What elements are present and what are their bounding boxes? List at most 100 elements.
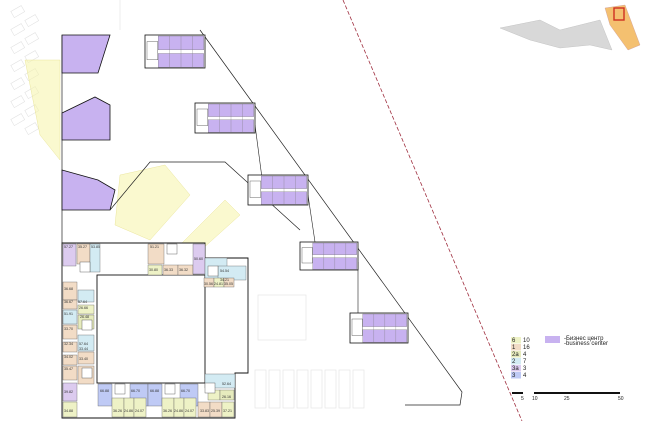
apartment-unit [62,365,78,381]
legend-swatch-business-center [545,336,560,343]
room-area-label: 33.83 [200,409,209,413]
legend-swatch-6 [511,337,521,344]
room-area-label: 34.21 [220,278,229,282]
apartment-unit [62,299,78,310]
room-area-label: 66.70 [181,389,190,393]
room-area-label: 37.21 [223,409,232,413]
legend-swatch-2a [511,351,521,358]
site-outline-east [199,29,463,406]
context-parcel [257,294,307,341]
thumbnail-site [604,4,641,51]
scale-bar-tick: 10 [532,396,538,402]
apartment-unit [62,341,78,353]
residential-block [61,242,249,419]
stair-core [81,319,93,331]
room-area-label: 24.81 [214,282,223,286]
site-boundary-dashed [342,0,523,421]
context-parcel [24,32,40,46]
stair-core [164,383,176,395]
legend-count: 7 [523,359,527,365]
context-parcel [254,369,267,409]
room-area-label: 57.64 [79,342,88,346]
room-area-label: 66.88 [100,389,109,393]
room-area-label: 36.26 [113,409,122,413]
park-zone-west [24,59,61,161]
legend-business-center-ru: -Бизнес центр [564,336,604,342]
scale-bar-segment [512,392,523,394]
context-parcel [10,113,26,127]
context-parcel [24,50,40,64]
apartment-unit [173,397,185,418]
context-parcel [10,77,26,91]
room-area-label: 32.34 [64,342,73,346]
room-area-label: 36.68 [64,287,73,291]
apartment-unit [111,397,125,418]
legend-code: 2 [512,359,516,365]
scale-bar-tick: 50 [618,396,624,402]
context-parcel [310,369,323,409]
legend-count: 16 [523,345,530,351]
apartment-unit [147,243,165,265]
legend-code: 6 [512,338,516,344]
stair-core [166,243,178,255]
legend-swatch-1 [511,344,521,351]
context-parcel [10,5,26,19]
context-parcel [10,59,26,73]
apartment-unit [183,397,197,418]
stair-core [114,383,126,395]
apartment-unit [147,383,163,407]
apartment-unit [161,397,175,418]
apartment-unit [77,289,95,303]
context-parcel [352,369,365,409]
apartment-unit [219,389,235,401]
office-wedge-south [61,169,116,211]
context-parcel [10,23,26,37]
apartment-unit [77,334,95,352]
apartment-unit [62,354,78,366]
context-parcel [324,369,337,409]
context-parcel [10,41,26,55]
stair-core [301,247,313,264]
thumbnail-site-marker [613,7,625,21]
apartment-unit [97,383,113,407]
legend-code: 2a [512,352,519,358]
context-parcel [24,122,40,136]
room-area-label: 24.07 [135,409,144,413]
room-area-label: 54.54 [220,269,229,273]
room-area-label: 66.70 [131,389,140,393]
room-area-label: 36.33 [164,268,173,272]
apartment-unit [223,277,235,288]
room-area-label: 57.27 [64,245,73,249]
legend-count: 4 [523,373,527,379]
room-area-label: 51.21 [150,245,159,249]
apartment-unit [77,304,95,315]
apartment-unit [62,401,78,418]
room-area-label: 24.86 [124,409,133,413]
stair-core [207,265,219,277]
room-area-label: 25.39 [211,409,220,413]
room-area-label: 30.56 [204,282,213,286]
office-wedge-middle [61,96,111,141]
context-parcel [338,369,351,409]
room-area-label: 33.70 [64,327,73,331]
apartment-unit [62,324,78,340]
legend-swatch-3 [511,372,521,379]
courtyard [96,274,206,384]
site-outline-segment [307,194,316,243]
legend-business-center-en: -business center [564,341,608,347]
room-area-label: 36.32 [179,268,188,272]
apartment-unit [147,264,163,276]
stair-core [81,367,93,379]
apartment-unit [221,401,235,418]
room-area-label: 36.67 [64,300,73,304]
scale-bar-tick: 25 [564,396,570,402]
room-area-label: 35.05 [224,282,233,286]
room-area-label: 34.88 [64,409,73,413]
apartment-unit [62,281,78,301]
room-area-label: 66.88 [150,389,159,393]
context-parcel [10,95,26,109]
room-area-label: 26.66 [79,306,88,310]
